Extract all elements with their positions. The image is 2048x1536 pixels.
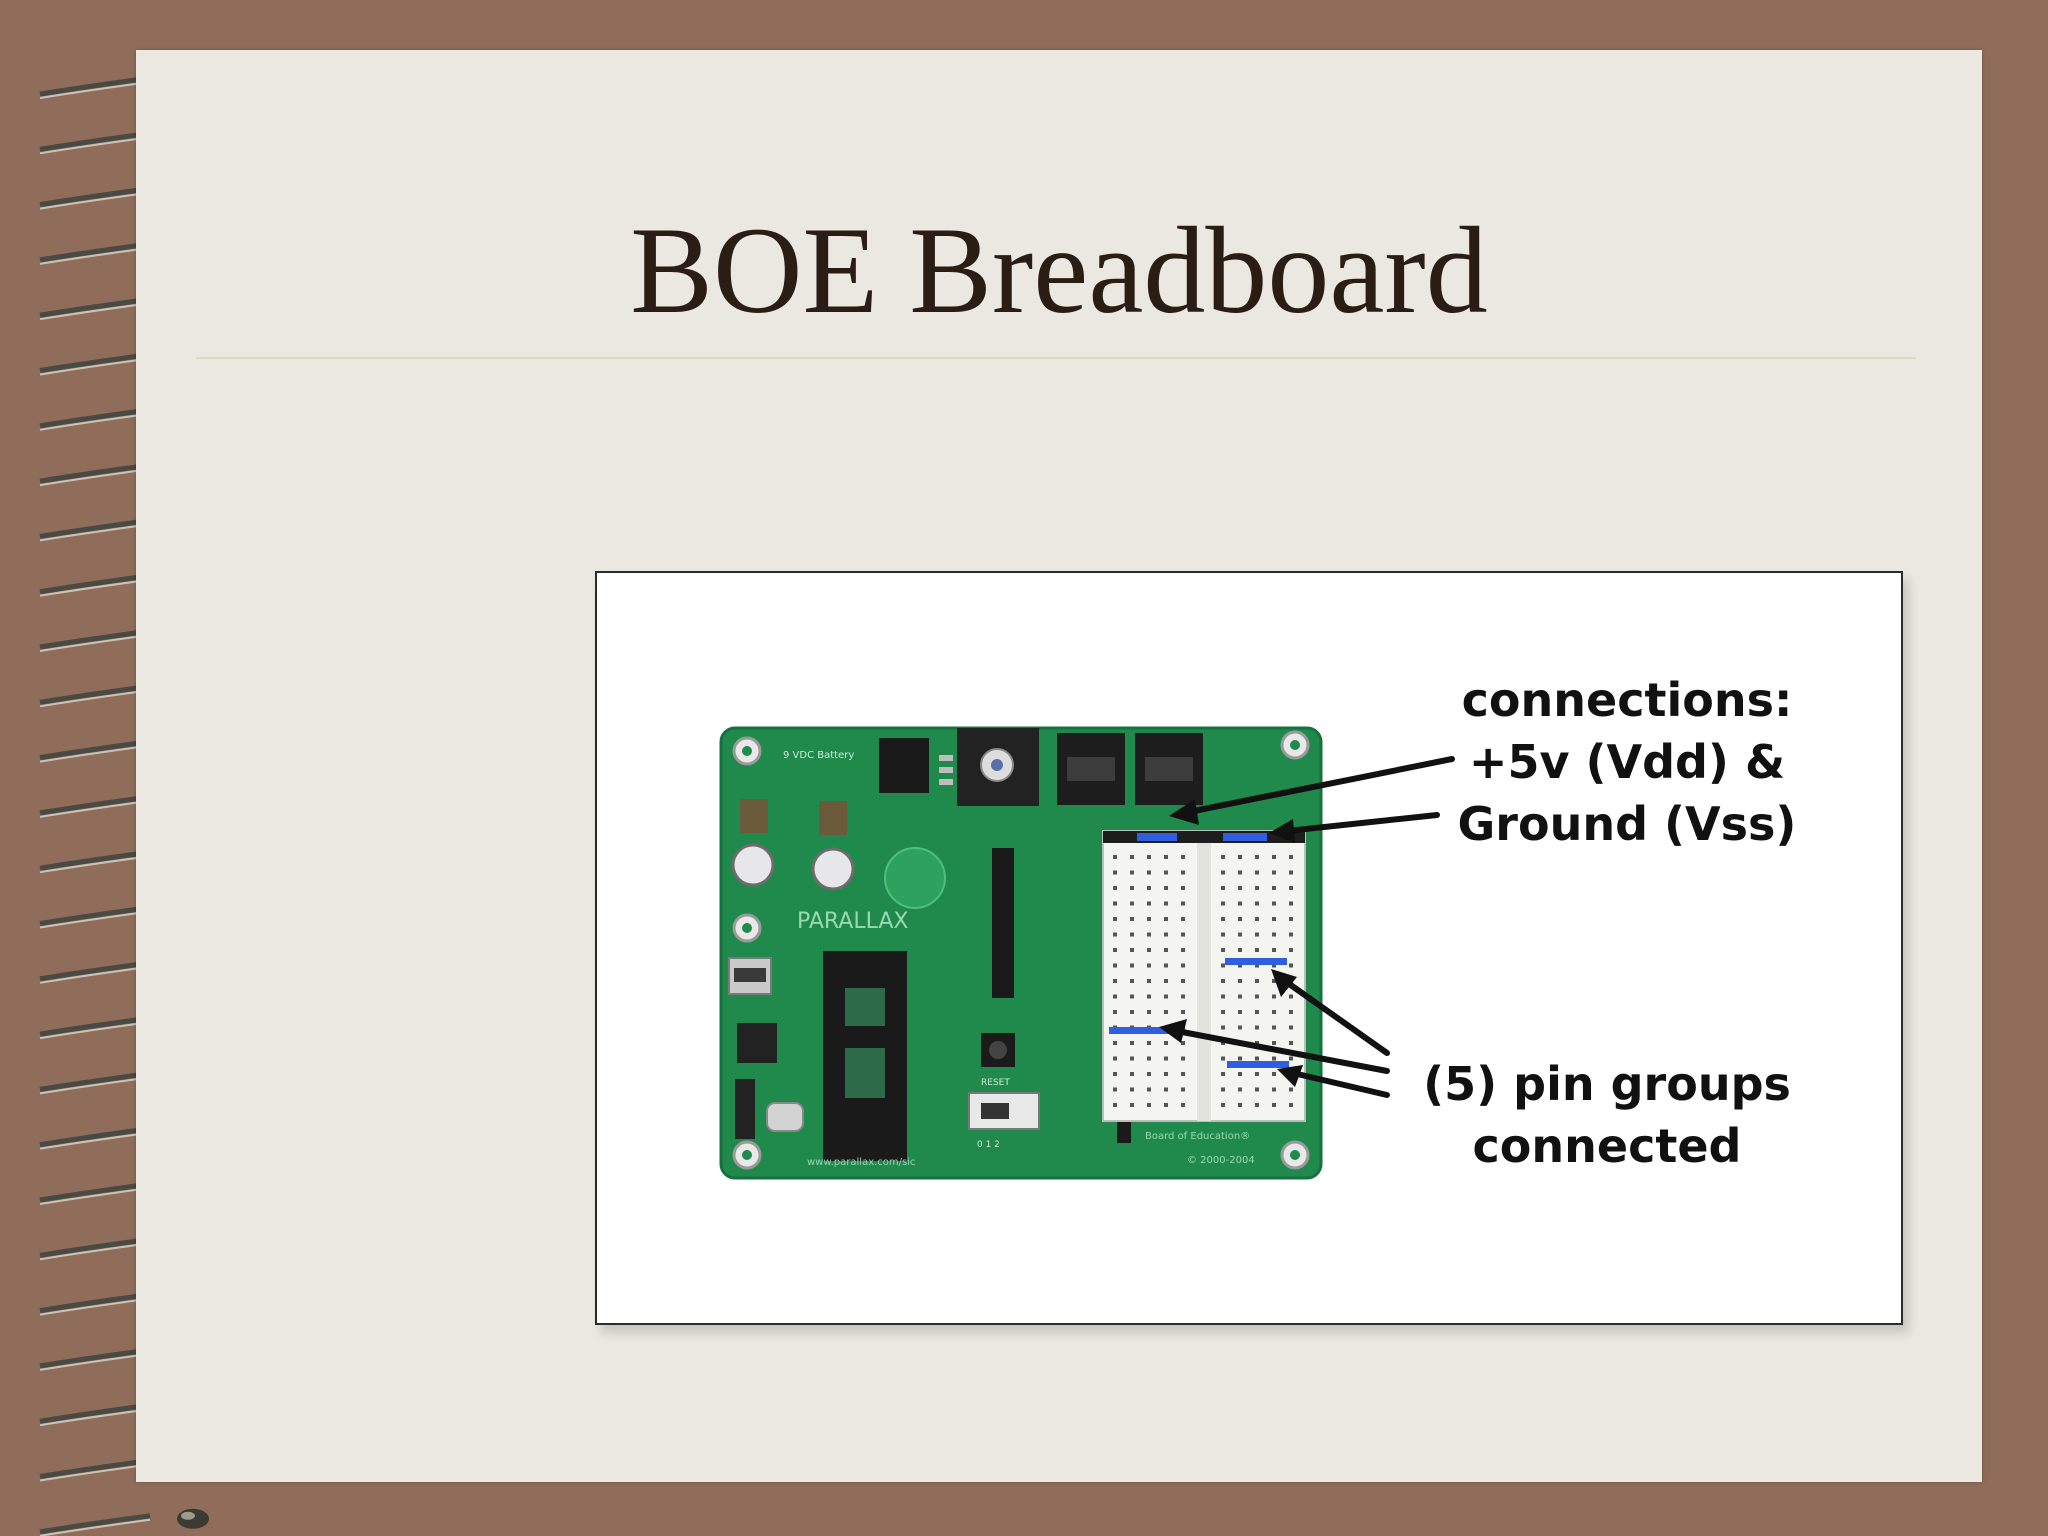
pin-groups-callout: (5) pin groups connected xyxy=(1397,1053,1817,1177)
callout-bottom-line2: connected xyxy=(1472,1119,1742,1173)
brand-label: PARALLAX xyxy=(797,909,909,934)
highlight-bars xyxy=(1109,833,1289,1068)
title-divider xyxy=(196,357,1916,359)
breadboard-figure: 9 VDC Battery PARALLAX xyxy=(595,571,1903,1325)
switch-label: 0 1 2 xyxy=(977,1140,1000,1150)
page-title: BOE Breadboard xyxy=(630,202,1488,339)
copyright-label: © 2000-2004 xyxy=(1187,1155,1255,1166)
board-illustration: 9 VDC Battery PARALLAX xyxy=(719,726,1455,1180)
callout-arrows xyxy=(1174,756,1455,1098)
url-label: www.parallax.com/sic xyxy=(807,1157,916,1168)
battery-label: 9 VDC Battery xyxy=(783,750,854,761)
spiral-ring-icon xyxy=(39,1508,209,1536)
callout-top-line2: +5v (Vdd) & xyxy=(1468,735,1786,789)
callout-bottom-line1: (5) pin groups xyxy=(1423,1057,1791,1111)
power-connections-callout: connections: +5v (Vdd) & Ground (Vss) xyxy=(1427,669,1827,855)
board-name-label: Board of Education® xyxy=(1145,1131,1250,1142)
callout-top-line3: Ground (Vss) xyxy=(1457,797,1797,851)
slide: BOE Breadboard 9 VDC Battery xyxy=(136,50,1982,1482)
reset-label: RESET xyxy=(981,1078,1010,1088)
callout-top-line1: connections: xyxy=(1461,673,1793,727)
